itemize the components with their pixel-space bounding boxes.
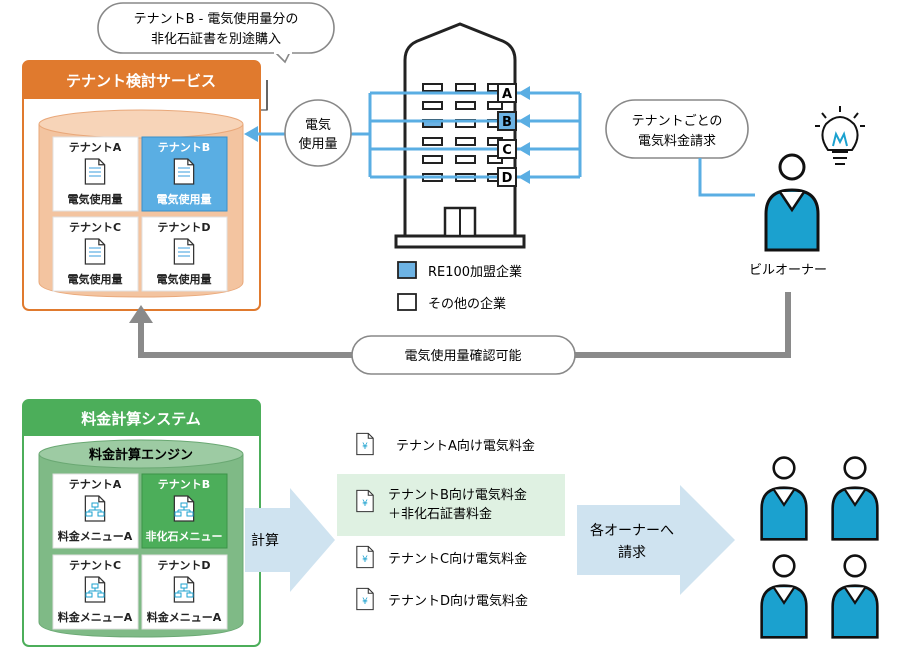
yen-icon: ¥ (362, 499, 368, 509)
system-cell-label: 料金メニューA (58, 610, 133, 624)
confirm-arrow-head (129, 305, 153, 323)
lightbulb-icon (815, 106, 865, 165)
bill-line1: テナントD向け電気料金 (388, 593, 528, 609)
callout-line2: 非化石証書を別途購入 (151, 31, 281, 47)
service-cell: テナントB 電気使用量 (141, 136, 228, 212)
floor-box (497, 139, 517, 159)
bill-item: ¥ テナントD向け電気料金 (356, 587, 528, 611)
confirm-label: 電気使用量確認可能 (404, 348, 521, 364)
system-cell-name: テナントD (157, 559, 210, 572)
bill-line1: テナントA向け電気料金 (396, 438, 535, 454)
usage-arrow-head (244, 126, 258, 142)
service-cell-name: テナントC (69, 221, 121, 234)
confirm-bubble: 電気使用量確認可能 (351, 335, 576, 375)
floor-label: D (502, 171, 513, 186)
billing-bubble-line2: 電気料金請求 (638, 133, 716, 149)
legend-re100-swatch (397, 261, 417, 279)
bill-highlight (337, 474, 565, 536)
floor-label: A (502, 87, 512, 102)
system-cell: テナントD 料金メニューA (141, 554, 228, 630)
floor-label: C (502, 143, 512, 158)
system-cell-grid: テナントA料金メニューAテナントB非化石メニューテナントC料金メニューAテナント… (52, 473, 228, 630)
billing-bubble-line1: テナントごとの (632, 113, 723, 129)
tenant-person-icon (831, 554, 879, 639)
service-cell-label: 電気使用量 (157, 272, 212, 286)
yen-icon: ¥ (362, 597, 368, 607)
system-cell: テナントA 料金メニューA (52, 473, 139, 549)
system-title: 料金計算システム (81, 410, 201, 428)
legend-other-swatch (397, 293, 417, 311)
system-cell: テナントC 料金メニューA (52, 554, 139, 630)
legend-re100-label: RE100加盟企業 (428, 264, 522, 280)
legend: RE100加盟企業 その他の企業 (397, 261, 522, 312)
callout-line1: テナントB - 電気使用量分の (134, 11, 299, 27)
bill-line2: ＋非化石証書料金 (388, 506, 492, 522)
floor-label: B (502, 115, 512, 130)
service-cell-name: テナントD (157, 221, 210, 234)
floor-box (497, 111, 517, 131)
owner-person-icon (764, 153, 820, 252)
bill-item: ¥ テナントB向け電気料金 ＋非化石証書料金 (356, 487, 527, 522)
bill-item: ¥ テナントC向け電気料金 (356, 545, 527, 569)
bill-list: ¥ テナントA向け電気料金 ¥ テナントB向け電気料金 ＋非化石証書料金 ¥ テナントC向け… (356, 432, 535, 611)
service-cell-label: 電気使用量 (157, 192, 212, 206)
billing-bubble: テナントごとの 電気料金請求 (605, 99, 749, 159)
service-cell-label: 電気使用量 (68, 272, 123, 286)
system-cell-label: 非化石メニュー (146, 529, 223, 543)
service-cell: テナントC 電気使用量 (52, 216, 139, 292)
usage-bubble-line2: 使用量 (298, 136, 337, 152)
engine-label: 料金計算エンジン (89, 447, 193, 463)
calc-arrow (245, 488, 335, 592)
tenant-person-icon (760, 554, 808, 639)
service-cell-name: テナントA (69, 141, 122, 154)
tenant-person-icon (831, 456, 879, 541)
yen-icon: ¥ (362, 555, 368, 565)
usage-bubble: 電気 使用量 (284, 99, 352, 167)
service-cell-label: 電気使用量 (68, 192, 123, 206)
floor-arrow-head (518, 170, 530, 184)
tenant-person-icon (760, 456, 808, 541)
usage-bubble-line1: 電気 (305, 117, 331, 133)
floor-arrow-head (518, 86, 530, 100)
request-line2: 請求 (618, 545, 646, 561)
system-cell-name: テナントA (69, 478, 122, 491)
yen-icon: ¥ (362, 442, 368, 452)
floor-arrow-head (518, 142, 530, 156)
service-cell-name: テナントB (158, 141, 210, 154)
floor-link-lines (370, 86, 580, 184)
legend-other-label: その他の企業 (428, 296, 506, 312)
system-cell-label: 料金メニューA (147, 610, 222, 624)
service-cell: テナントA 電気使用量 (52, 136, 139, 212)
calc-label: 計算 (251, 533, 279, 549)
request-line1: 各オーナーへ (590, 523, 674, 539)
service-title: テナント検討サービス (66, 72, 216, 90)
request-arrow (577, 485, 735, 595)
floor-box (497, 83, 517, 103)
bill-item: ¥ テナントA向け電気料金 (356, 432, 535, 456)
system-cell-name: テナントB (158, 478, 210, 491)
system-cell-label: 料金メニューA (58, 529, 133, 543)
owner-label: ビルオーナー (749, 263, 827, 278)
system-cell: テナントB 非化石メニュー (141, 473, 228, 549)
service-cell: テナントD 電気使用量 (141, 216, 228, 292)
bill-line1: テナントB向け電気料金 (388, 487, 527, 503)
building-icon (394, 22, 526, 249)
floor-arrow-head (518, 114, 530, 128)
certificate-callout: テナントB - 電気使用量分の 非化石証書を別途購入 (97, 2, 335, 110)
owner-link-line (698, 158, 755, 197)
bill-line1: テナントC向け電気料金 (388, 551, 527, 567)
floor-box (497, 167, 517, 187)
system-cell-name: テナントC (69, 559, 121, 572)
